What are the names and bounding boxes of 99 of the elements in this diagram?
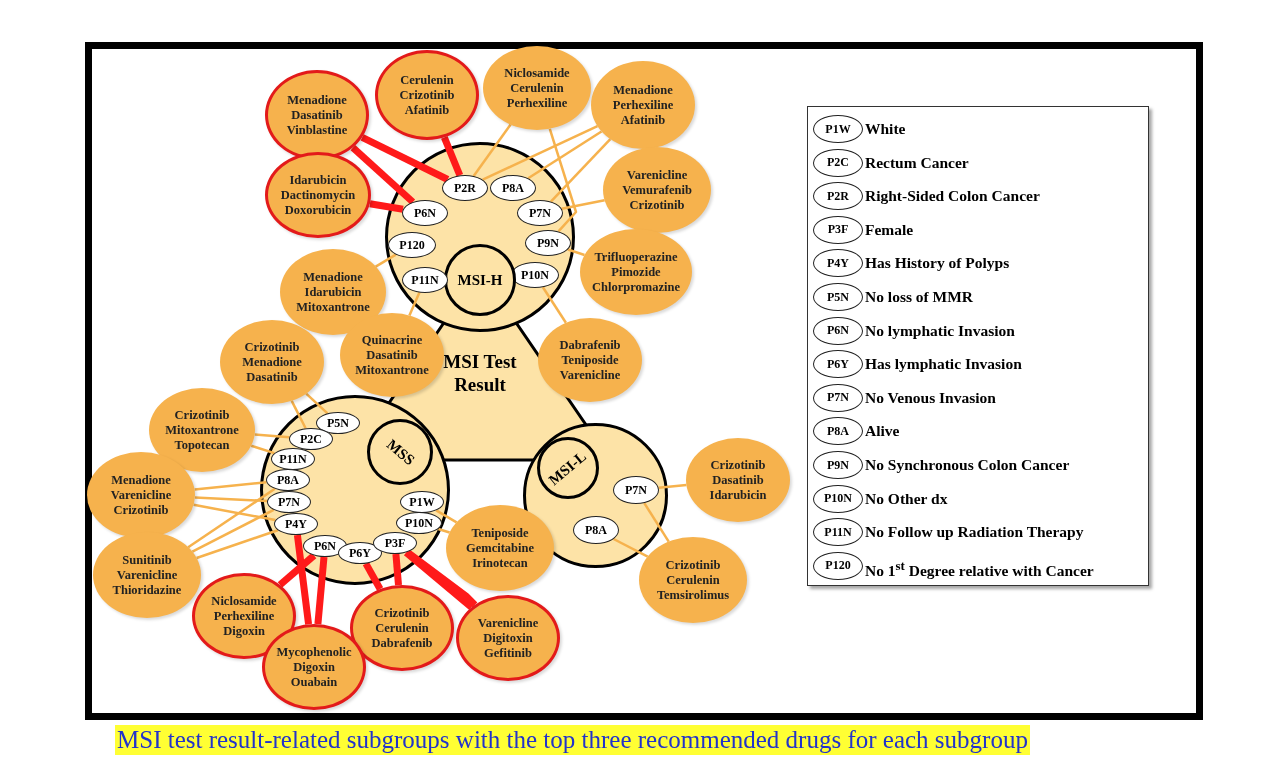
factor-oval: P7N — [613, 476, 659, 504]
factor-oval: P8A — [813, 417, 863, 446]
factor-oval: P2R — [442, 175, 488, 201]
drug-bubble: Crizotinib Dasatinib Idarubicin — [686, 438, 790, 522]
factor-oval: P11N — [402, 267, 448, 293]
drug-bubble: Teniposide Gemcitabine Irinotecan — [446, 505, 554, 591]
factor-oval: P6Y — [338, 542, 382, 564]
factor-oval: P9N — [525, 230, 571, 256]
factor-oval: P3F — [373, 532, 417, 554]
drug-bubble: Cerulenin Crizotinib Afatinib — [375, 50, 479, 140]
legend-description: Has lymphatic Invasion — [865, 354, 1022, 375]
connector-line — [191, 508, 275, 553]
factor-oval: P6N — [813, 316, 863, 345]
factor-oval: P120 — [388, 232, 436, 258]
connector-line — [435, 509, 458, 524]
connector-line — [187, 487, 276, 549]
node-label: MSI Test Result — [442, 350, 518, 396]
legend-description: No 1$^{st}$ Degree relative with Cancer — [865, 556, 1094, 581]
connector-line — [567, 248, 585, 257]
legend-description: No Other dx — [865, 488, 948, 509]
connector-line — [561, 199, 605, 210]
connector-line — [658, 483, 687, 490]
connector-line — [541, 286, 567, 324]
connector-line — [472, 123, 512, 177]
factor-oval: P1W — [400, 491, 444, 513]
factor-oval: P5N — [316, 412, 360, 434]
factor-oval: P4Y — [274, 513, 318, 535]
legend-description: Female — [865, 219, 914, 240]
legend-description: No Synchronous Colon Cancer — [865, 455, 1070, 475]
drug-bubble: Crizotinib Menadione Dasatinib — [220, 320, 324, 404]
connector-line — [194, 496, 268, 503]
drug-bubble: Niclosamide Cerulenin Perhexiline — [483, 46, 591, 130]
factor-oval: P10N — [396, 512, 442, 534]
drug-bubble: Idarubicin Dactinomycin Doxorubicin — [265, 152, 371, 238]
legend-description: No loss of MMR — [865, 287, 974, 307]
connector-line — [408, 292, 421, 316]
connector-line — [550, 138, 612, 203]
connector-line — [360, 134, 450, 183]
connector-line — [254, 433, 290, 439]
factor-oval: P4Y — [813, 249, 863, 278]
factor-oval: P2C — [813, 148, 863, 177]
factor-oval: P5N — [813, 283, 863, 311]
connector-line — [350, 145, 416, 205]
drug-bubble: Menadione Perhexiline Afatinib — [591, 61, 695, 149]
factor-oval: P120 — [813, 551, 863, 580]
connector-line — [548, 128, 578, 233]
drug-bubble: Varenicline Digitoxin Gefitinib — [456, 595, 560, 681]
subgroup-label-circle: MSI-H — [444, 244, 516, 316]
drug-bubble: Trifluoperazine Pimozide Chlorpromazine — [580, 229, 692, 315]
connector-line — [193, 503, 276, 522]
factor-oval: P7N — [813, 383, 863, 412]
connector-line — [293, 534, 313, 625]
legend-description: No Venous Invasion — [865, 387, 996, 408]
drug-bubble: Menadione Varenicline Crizotinib — [87, 452, 195, 538]
factor-oval: P10N — [813, 484, 863, 513]
factor-oval: P6N — [303, 535, 347, 557]
drug-bubble: Varenicline Vemurafenib Crizotinib — [603, 147, 711, 233]
subgroup-circle — [385, 142, 575, 332]
legend-description: Rectum Cancer — [865, 152, 969, 173]
legend-description: Alive — [865, 421, 900, 442]
factor-oval: P8A — [573, 516, 619, 544]
factor-oval: P11N — [813, 518, 863, 547]
factor-oval: P7N — [517, 200, 563, 226]
factor-oval: P11N — [271, 448, 315, 470]
drug-bubble: Crizotinib Mitoxantrone Topotecan — [149, 388, 255, 472]
connector-line — [527, 130, 603, 180]
factor-oval: P8A — [490, 175, 536, 201]
connector-line — [375, 253, 397, 268]
factor-oval: P2C — [289, 428, 333, 450]
drug-bubble: Sunitinib Varenicline Thioridazine — [93, 532, 201, 618]
factor-oval: P6Y — [813, 350, 863, 379]
connector-line — [369, 200, 404, 213]
connector-line — [482, 125, 599, 181]
factor-oval: P1W — [813, 115, 863, 143]
connector-line — [441, 136, 464, 177]
connector-line — [290, 400, 307, 429]
factor-oval: P2R — [813, 182, 863, 211]
legend-description: Right-Sided Colon Cancer — [865, 186, 1040, 207]
factor-oval: P8A — [266, 469, 310, 491]
connector-line — [392, 553, 402, 586]
connector-line — [277, 552, 317, 588]
legend-description: No lymphatic Invasion — [865, 320, 1015, 341]
connector-line — [194, 480, 267, 491]
connector-line — [643, 502, 670, 543]
caption: MSI test result-related subgroups with the top three recommended drugs for each subgroup — [115, 725, 1030, 755]
legend-panel — [807, 106, 1149, 586]
factor-oval: P3F — [813, 215, 863, 244]
drug-bubble: Crizotinib Cerulenin Dabrafenib — [350, 585, 454, 671]
factor-oval: P9N — [813, 451, 863, 479]
drug-bubble: Dabrafenib Teniposide Varenicline — [538, 318, 642, 402]
legend-description: Has History of Polyps — [865, 253, 1010, 274]
drug-bubble: Menadione Idarubicin Mitoxantrone — [280, 249, 386, 335]
drug-bubble: Crizotinib Cerulenin Temsirolimus — [639, 537, 747, 623]
factor-oval: P7N — [267, 491, 311, 513]
factor-oval: P6N — [402, 200, 448, 226]
legend-description: No Follow up Radiation Therapy — [865, 522, 1084, 543]
connector-line — [314, 556, 328, 625]
legend-description: White — [865, 119, 906, 139]
connector-line — [196, 529, 279, 560]
